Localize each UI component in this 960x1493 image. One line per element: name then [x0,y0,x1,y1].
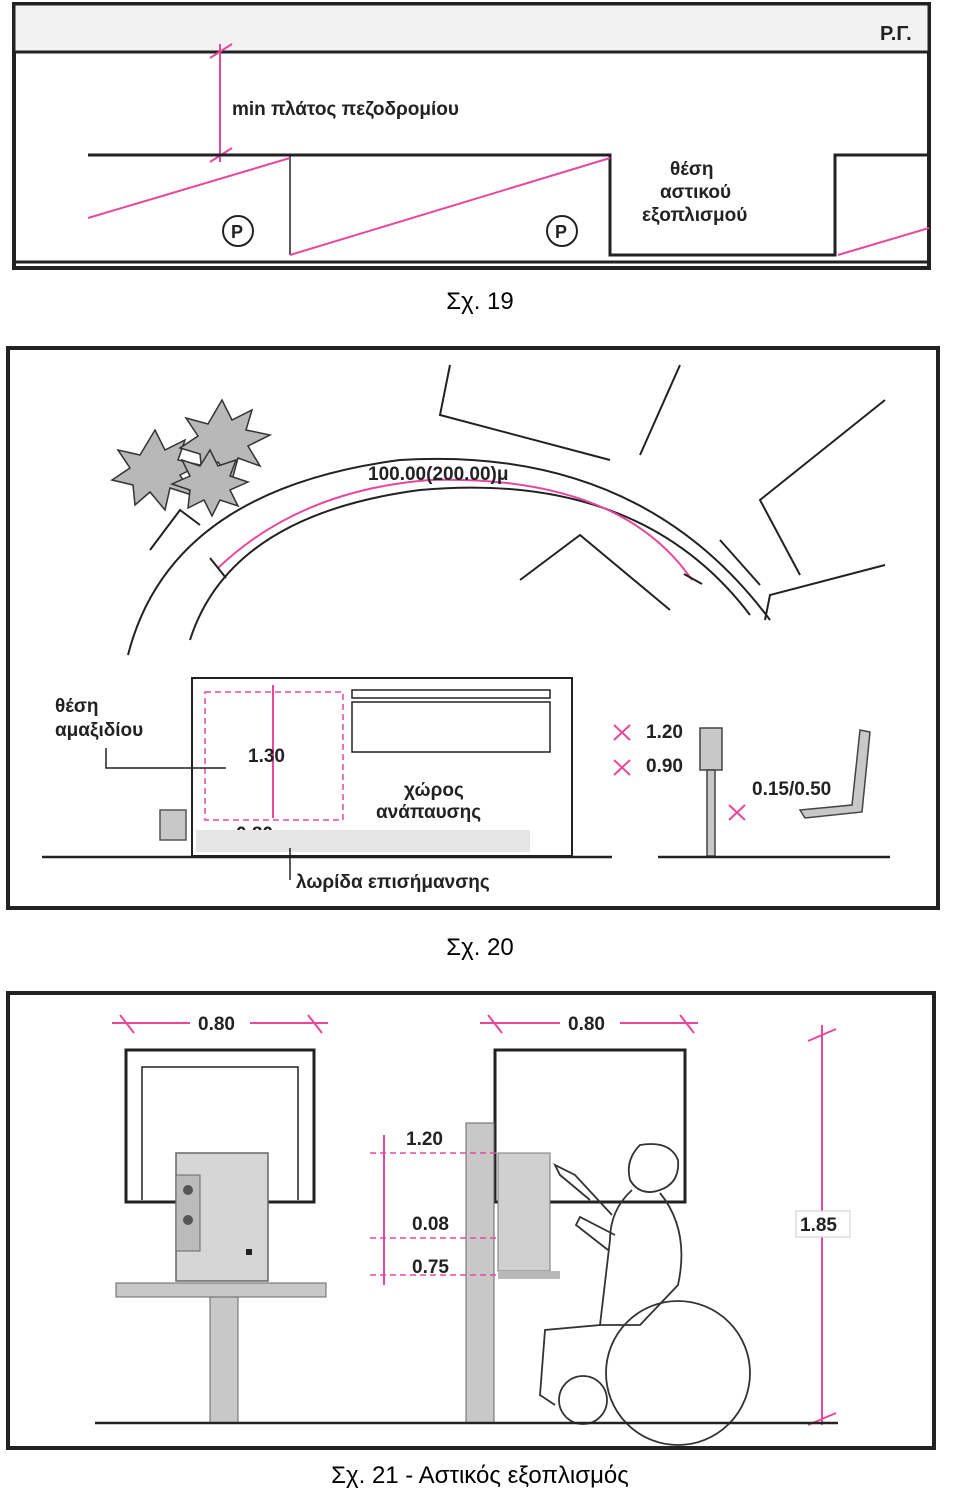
corner-label: Ρ.Γ. [880,23,912,45]
figure-20: 100.00(200.00)μ 1.30 0.80 χώρος ανάπαυση… [6,346,940,910]
dim-b-label: 0.90 [646,756,683,777]
figure-21-caption: Σχ. 21 - Αστικός εξοπλισμός [331,1462,629,1489]
h2-label: 0.08 [412,1214,449,1235]
sidewalk-width-label: min πλάτος πεζοδρομίου [232,99,459,120]
rest-label-1: χώρος [404,780,464,801]
wheelchair-user-icon [539,1143,751,1446]
parking-symbol-1: P [222,215,254,247]
dim-height-label: 1.30 [248,746,285,767]
width-right-label: 0.80 [568,1014,605,1035]
h1-label: 1.20 [406,1129,443,1150]
bush-icon [110,398,273,518]
h3-label: 0.75 [412,1257,449,1278]
arc-distance-label: 100.00(200.00)μ [368,464,509,485]
svg-text:P: P [555,222,567,242]
dim-a-label: 1.20 [646,722,683,743]
equipment-label-2: αστικού [660,182,731,203]
strip-label: λωρίδα επισήμανσης [296,872,490,893]
dim-c-label: 0.15/0.50 [752,779,831,800]
bench-label-1: θέση [55,696,98,717]
figure-19-caption: Σχ. 19 [446,288,514,315]
total-height-label: 1.85 [800,1215,837,1236]
width-left-label: 0.80 [198,1014,235,1035]
figure-19: Ρ.Γ. min πλάτος πεζοδρομίου P P θέση αστ… [12,2,931,270]
svg-text:P: P [231,222,243,242]
figure-21: 0.80 0.80 1.20 0.08 0.75 1.85 [6,991,936,1450]
figure-20-caption: Σχ. 20 [446,934,514,961]
parking-symbol-2: P [546,215,578,247]
rest-label-2: ανάπαυσης [376,802,481,823]
equipment-label-1: θέση [670,159,713,180]
equipment-label-3: εξοπλισμού [642,205,747,226]
bench-label-2: αμαξιδίου [55,720,143,741]
